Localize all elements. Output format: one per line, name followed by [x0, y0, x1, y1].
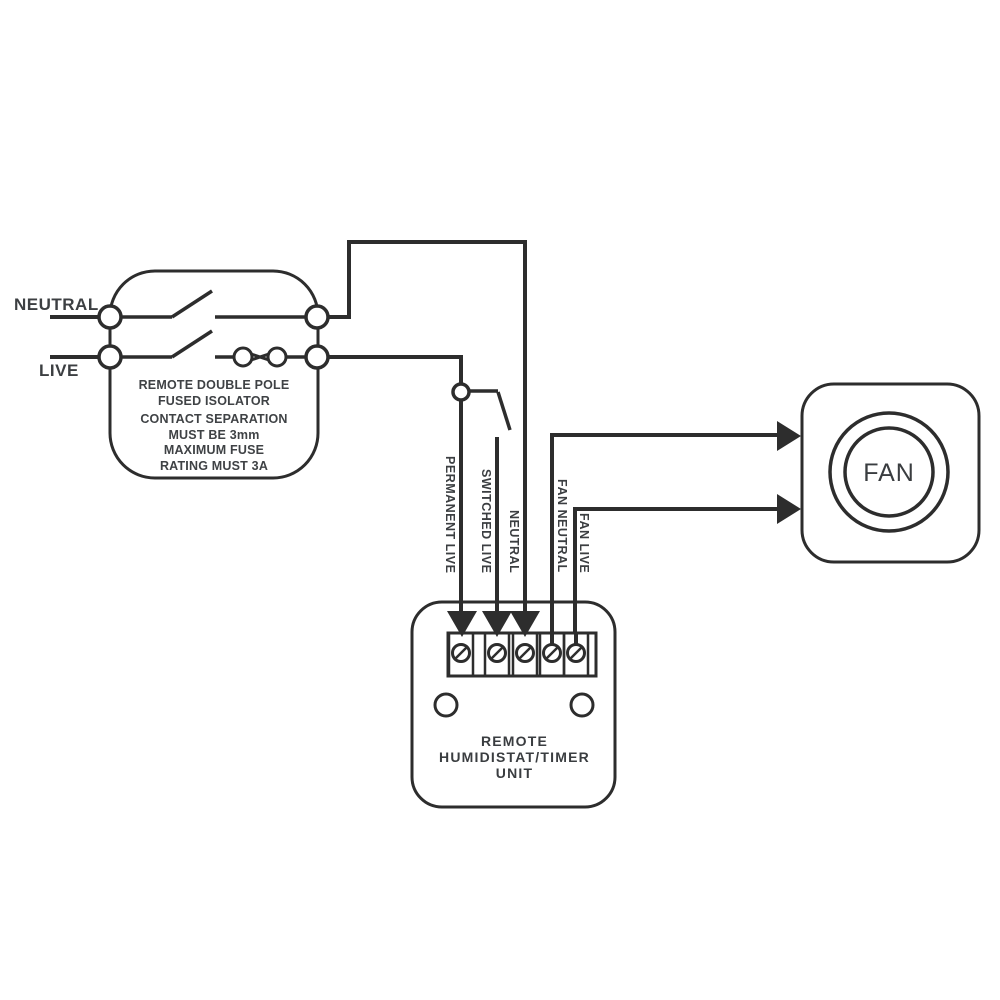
fan-connection-arrows [777, 421, 801, 524]
isolator-caption-line: REMOTE DOUBLE POLE [138, 378, 290, 392]
mounting-holes [433, 692, 595, 718]
unit-caption-line: HUMIDISTAT/TIMER [439, 749, 590, 765]
junction-node [451, 382, 471, 402]
wire-label-fan-neutral: FAN NEUTRAL [555, 479, 569, 573]
supply-wires [50, 315, 100, 359]
isolator-neutral-pole [121, 289, 306, 319]
wire-label-switched-live: SWITCHED LIVE [479, 468, 493, 573]
permanent-live-wire [328, 355, 463, 640]
fan-label: FAN [863, 459, 915, 487]
humidistat-unit-box [410, 600, 617, 809]
wire-label-permanent-live: PERMANENT LIVE [443, 455, 457, 573]
isolator-caption-line: MAXIMUM FUSE [163, 443, 265, 457]
wire-label-fan-live: FAN LIVE [577, 512, 591, 573]
isolator-caption-line: RATING MUST 3A [159, 458, 269, 473]
neutral-feed-wire [328, 240, 527, 640]
fuse-symbol [232, 346, 288, 368]
terminal-screws [451, 643, 586, 663]
humidistat-switch [469, 389, 512, 431]
terminal-arrows [447, 611, 540, 637]
neutral-supply-label: NEUTRAL [14, 295, 99, 314]
live-supply-label: LIVE [39, 361, 79, 380]
fan-live-wire [573, 507, 778, 640]
isolator-box [108, 269, 320, 480]
unit-caption-line: UNIT [495, 765, 534, 781]
isolator-live-pole [121, 329, 306, 359]
isolator-caption: REMOTE DOUBLE POLE FUSED ISOLATOR CONTAC… [119, 378, 309, 474]
fan-symbol [800, 382, 981, 564]
isolator-terminals [97, 304, 330, 370]
isolator-caption-line: FUSED ISOLATOR [157, 393, 271, 408]
unit-caption-line: REMOTE [480, 733, 549, 749]
fan-neutral-wire [550, 433, 778, 640]
isolator-caption-line: CONTACT SEPARATION [140, 412, 288, 426]
humidistat-unit-caption: REMOTE HUMIDISTAT/TIMER UNIT [414, 733, 615, 781]
wire-label-neutral: NEUTRAL [507, 509, 521, 573]
terminal-block [446, 631, 598, 678]
isolator-caption-line: MUST BE 3mm [168, 427, 260, 442]
